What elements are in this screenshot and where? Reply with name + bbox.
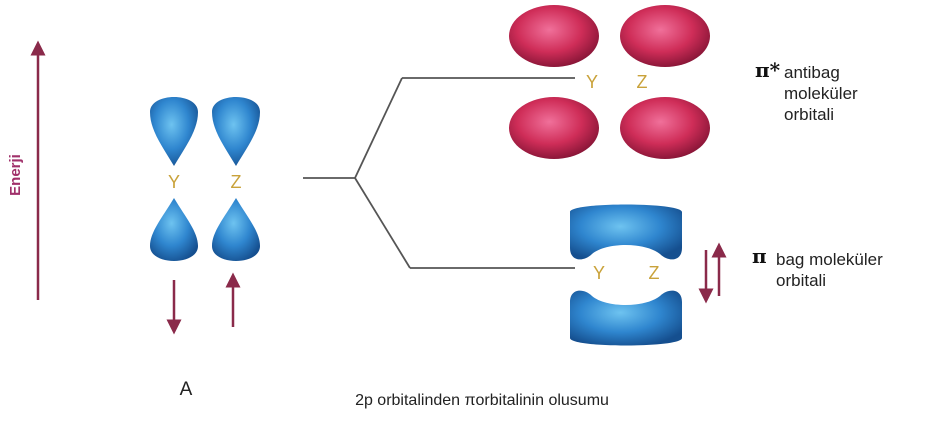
- bonding-text-line-1: bag moleküler: [776, 249, 883, 270]
- antibonding-lobe-top-right: [620, 5, 710, 67]
- bonding-z-label: Z: [649, 263, 660, 283]
- antibonding-z-label: Z: [637, 72, 648, 92]
- atomic-z-upper-lobe: [212, 97, 260, 166]
- atomic-y-upper-lobe: [150, 97, 198, 166]
- atomic-y-lower-lobe: [150, 198, 198, 261]
- connector-to-antibonding: [355, 78, 402, 178]
- antibonding-lobe-bottom-right: [620, 97, 710, 159]
- bonding-description: bag moleküler orbitali: [776, 249, 883, 291]
- atomic-y-label: Y: [168, 172, 180, 192]
- bonding-pi-symbol: π: [752, 244, 767, 268]
- energy-axis: Enerji: [7, 48, 38, 300]
- bonding-text-line-2: orbitali: [776, 270, 883, 291]
- atomic-z-lower-lobe: [212, 198, 260, 261]
- connector-to-bonding: [355, 178, 410, 268]
- diagram-caption: 2p orbitalinden πorbitalinin olusumu: [355, 392, 609, 409]
- bonding-upper-lobe: [570, 205, 682, 260]
- antibonding-description: antibag moleküler orbitali: [784, 62, 858, 125]
- atomic-p-orbitals: Y Z A: [150, 97, 260, 400]
- antibonding-text-line-2: moleküler: [784, 83, 858, 104]
- antibonding-orbital: Y Z: [509, 5, 710, 159]
- antibonding-text-line-3: orbitali: [784, 104, 858, 125]
- energy-axis-label: Enerji: [7, 154, 24, 196]
- atomic-z-label: Z: [231, 172, 242, 192]
- antibonding-pi-star-symbol: π*: [755, 58, 780, 82]
- atomic-label-a: A: [180, 379, 193, 400]
- bonding-y-label: Y: [593, 263, 605, 283]
- antibonding-y-label: Y: [586, 72, 598, 92]
- bonding-orbital: Y Z: [570, 205, 719, 346]
- bonding-lower-lobe: [570, 291, 682, 346]
- antibonding-lobe-top-left: [509, 5, 599, 67]
- antibonding-text-line-1: antibag: [784, 62, 858, 83]
- antibonding-lobe-bottom-left: [509, 97, 599, 159]
